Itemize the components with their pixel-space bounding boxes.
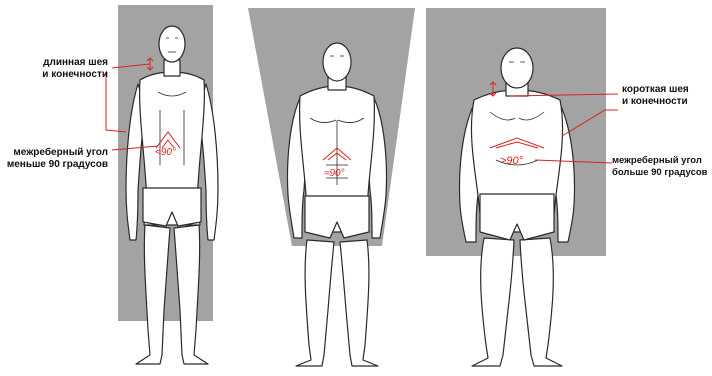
stocky-angle-label-line2: больше 90 градусов [612,167,710,179]
thin-neck-label-line1: длинная шея [38,57,108,69]
thin-angle-label-line1: межреберный угол [2,147,108,159]
stocky-angle-label: межреберный угол больше 90 градусов [612,155,710,179]
stocky-angle-label-line1: межреберный угол [612,155,710,167]
thin-angle-mark: <90° [155,147,176,158]
thin-angle-label: межреберный угол меньше 90 градусов [2,147,108,171]
thin-angle-label-line2: меньше 90 градусов [2,159,108,171]
thin-neck-label: длинная шея и конечности [38,57,108,81]
stocky-angle-mark: >90° [500,155,524,167]
stocky-neck-label-line2: и конечности [622,96,710,108]
thin-neck-label-line2: и конечности [38,69,108,81]
athletic-angle-mark: ≈90° [324,168,345,179]
stocky-neck-label-line1: короткая шея [622,84,710,96]
stocky-neck-label: короткая шея и конечности [622,84,710,108]
